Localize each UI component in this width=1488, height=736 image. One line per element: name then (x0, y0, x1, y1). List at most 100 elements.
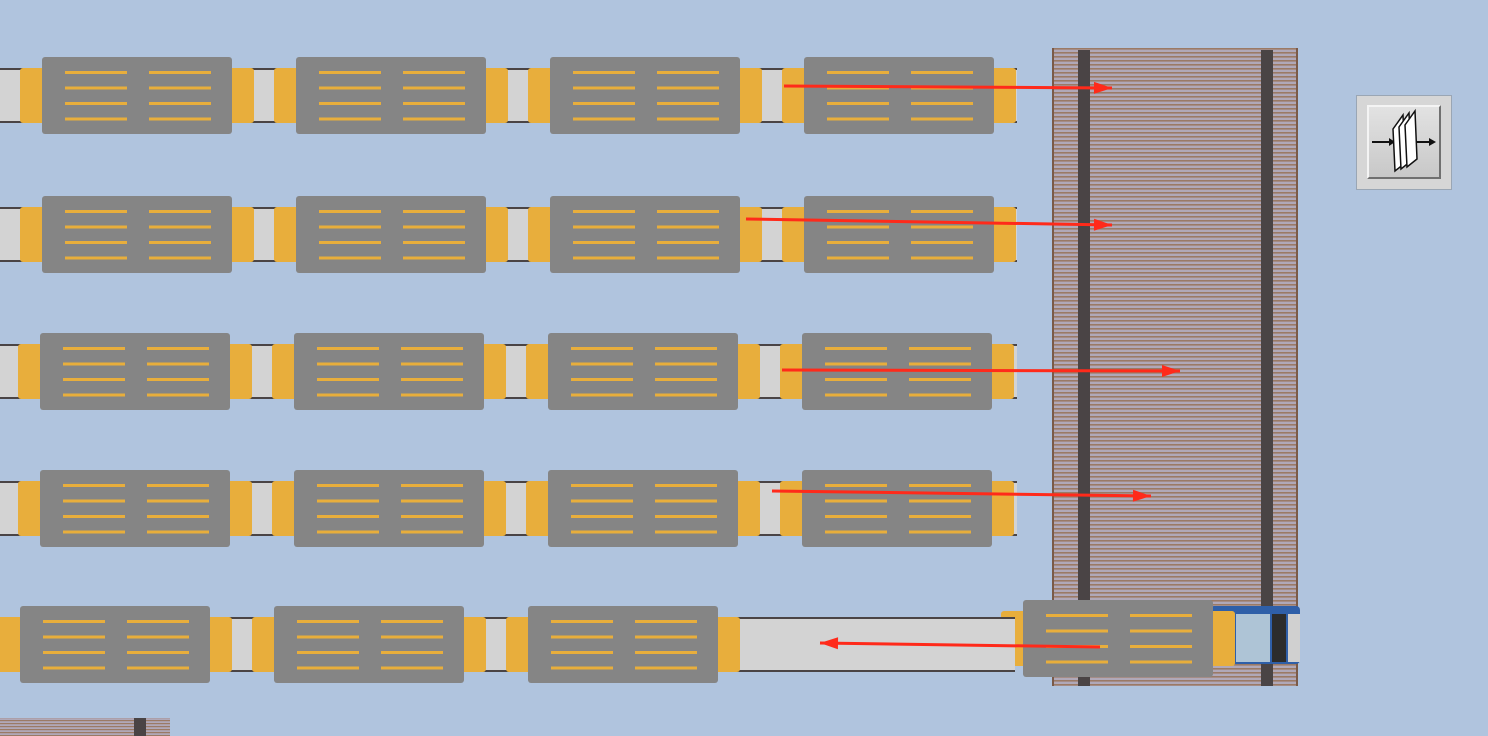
pallet-slat (43, 651, 105, 654)
pallet-slat (827, 117, 889, 121)
pallet-slat (297, 635, 359, 639)
pallet-slat (63, 530, 125, 534)
pallet[interactable] (526, 470, 760, 547)
pallet-slat (657, 102, 719, 105)
flow-arrow-1 (783, 81, 1113, 94)
pallet[interactable] (272, 470, 506, 547)
conveyor-rail-top (0, 481, 1017, 483)
pallet-slat (655, 484, 717, 487)
pallet-slat (825, 362, 887, 366)
pallet-slat (317, 515, 379, 518)
pallet-slat (317, 499, 379, 503)
pallet-slat (573, 71, 635, 74)
pallet-slat (63, 347, 125, 350)
pallet-deck (528, 606, 718, 683)
pallet[interactable] (274, 57, 508, 134)
pallet-slat (827, 256, 889, 260)
pallet-slat (911, 102, 973, 105)
pallet-deck (42, 196, 232, 273)
pallet-slat (655, 515, 717, 518)
pallet-slat (825, 484, 887, 487)
pallet[interactable] (18, 333, 252, 410)
pallet-slat (65, 102, 127, 105)
pallet-slat (319, 102, 381, 105)
flow-arrow-3 (781, 364, 1181, 377)
pallet-slat (147, 499, 209, 503)
pallet-slat (317, 362, 379, 366)
pallet-slat (657, 225, 719, 229)
pallet-slat (149, 225, 211, 229)
pallet-slat (573, 210, 635, 213)
pallet-slat (551, 651, 613, 654)
pallet-slat (657, 117, 719, 121)
pallet[interactable] (20, 196, 254, 273)
pallet[interactable] (526, 333, 760, 410)
pallet-slat (127, 635, 189, 639)
pallet-slat (571, 530, 633, 534)
pallet-slat (65, 86, 127, 90)
pallet[interactable] (272, 333, 506, 410)
pallet[interactable] (18, 470, 252, 547)
pallet-slat (403, 256, 465, 260)
pallet[interactable] (782, 196, 1016, 273)
transfer-car[interactable] (1001, 48, 1300, 686)
arrow-head (1093, 81, 1112, 94)
pallet-slat (127, 666, 189, 670)
pallet-slat (827, 86, 889, 90)
flow-arrows (745, 81, 1181, 650)
pallet[interactable] (528, 57, 762, 134)
pallet-slat (319, 256, 381, 260)
pallet-slat (319, 117, 381, 121)
pallet-slat (635, 666, 697, 670)
pallet-slat (655, 347, 717, 350)
pallet[interactable] (20, 57, 254, 134)
pallet-slat (127, 620, 189, 623)
pallet-slat (317, 530, 379, 534)
storage-lanes (0, 57, 1017, 683)
pallet-slat (911, 256, 973, 260)
pallet-slat (635, 620, 697, 623)
pallet-slat (1130, 614, 1192, 617)
pallet[interactable] (252, 606, 486, 683)
pallet-slat (403, 71, 465, 74)
pallet[interactable] (780, 470, 1014, 547)
storage-lane-5 (0, 606, 1015, 683)
pallet-slat (403, 86, 465, 90)
pallet[interactable] (528, 196, 762, 273)
pallet[interactable] (274, 196, 508, 273)
pallet[interactable] (0, 606, 232, 683)
pallet-slat (319, 225, 381, 229)
batch-transfer-tool-button[interactable] (1356, 95, 1452, 190)
pallet[interactable] (506, 606, 740, 683)
pallet-slat (571, 484, 633, 487)
pallet-slat (657, 241, 719, 244)
pallet-deck (296, 57, 486, 134)
pallet-slat (571, 347, 633, 350)
conveyor-rail-bottom (0, 121, 1017, 123)
pallet[interactable] (782, 57, 1016, 134)
pallet-deck (296, 196, 486, 273)
arrow-head (1132, 489, 1151, 502)
conveyor-rail-bottom (0, 397, 1017, 399)
pallet-deck (550, 196, 740, 273)
pallet-slat (827, 225, 889, 229)
pallet-slat (63, 499, 125, 503)
pallet-slat (911, 117, 973, 121)
pallet-deck (548, 333, 738, 410)
storage-lane-2 (0, 196, 1017, 273)
pallet[interactable] (1001, 600, 1235, 677)
pallet-slat (1130, 645, 1192, 648)
pallet-deck (274, 606, 464, 683)
pallet-slat (401, 515, 463, 518)
pallet-slat (827, 102, 889, 105)
arrow-shaft (783, 84, 1113, 90)
pallet-slat (65, 117, 127, 121)
pallet-slat (381, 666, 443, 670)
pallet-slat (571, 393, 633, 397)
pallet-slat (401, 393, 463, 397)
pallet-slat (551, 620, 613, 623)
pallet-slat (571, 499, 633, 503)
pallet-deck (294, 333, 484, 410)
pallet-slat (43, 666, 105, 670)
flow-arrow-2 (745, 217, 1113, 231)
